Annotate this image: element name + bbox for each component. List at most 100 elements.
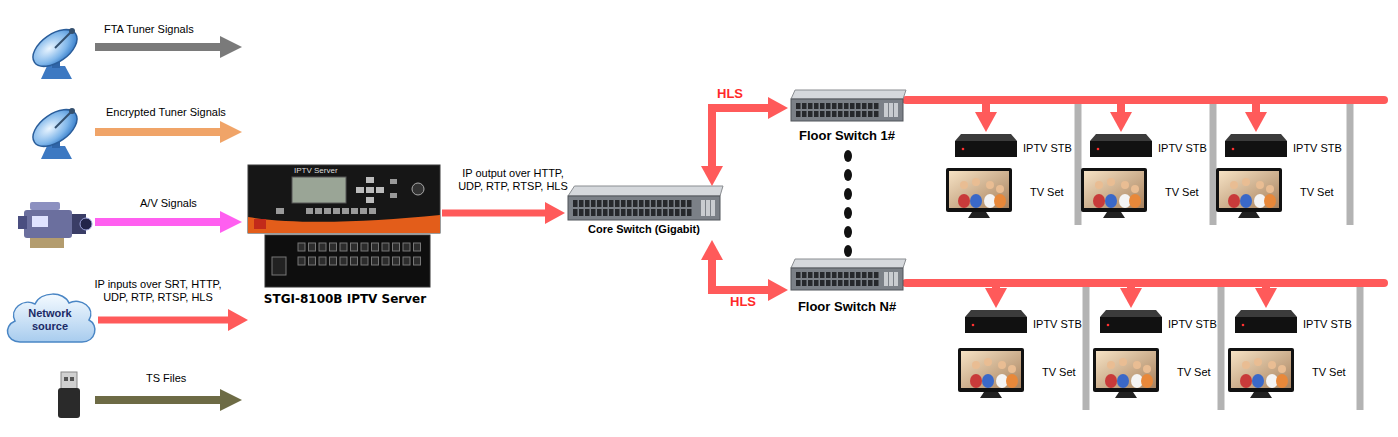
tv-person [1105,374,1117,388]
tv-screen [1096,351,1156,388]
server-connector [414,243,421,251]
tv-stand [1238,212,1260,218]
stb-front [1235,317,1297,333]
tv-person [1141,374,1153,388]
tv-screen [961,351,1021,388]
stb-top [1225,134,1287,141]
stb-led [962,148,965,151]
server-port [276,208,284,214]
switch-port [826,280,831,286]
hls-link [712,108,776,174]
signal-arrow [95,43,222,51]
edge-label: IP inputs over SRT, HTTP, UDP, RTP, RTSP… [86,278,230,304]
satellite-dish-icon [26,102,83,159]
tv-person-head [1230,181,1238,189]
switch-port [675,200,680,207]
switch-port [669,200,674,207]
signal-arrow [95,128,222,136]
switch-port [796,272,801,278]
stb-front [955,141,1017,157]
stb-led [1107,324,1110,327]
tv-screen [1219,171,1279,208]
switch-port [663,200,668,207]
tv-stand [980,392,1002,398]
switch-port [856,280,861,286]
device-label: IPTV STB [1293,142,1342,155]
tv-frame [1093,348,1159,392]
stb-front [1090,141,1152,157]
tv-person-head [1107,178,1115,186]
drop-cable [1083,287,1090,410]
server-port [333,208,340,214]
stb-feed [906,100,986,120]
switch-port [609,209,614,216]
switch-port [645,209,650,216]
dot [844,226,852,238]
camera-panel [32,216,48,227]
server-connector [309,257,316,265]
floor-switch: Floor Switch N# [788,259,906,317]
server-connector [298,257,305,265]
server-port [360,208,367,214]
device-label: IPTV STB [1303,318,1352,331]
tv-person-head [1121,181,1129,189]
switch-port [579,200,584,207]
server-knob [412,183,424,195]
switch-port [603,200,608,207]
switch-port [796,103,801,109]
switch-port [808,103,813,109]
dish-reflector [26,102,83,154]
switch-port [832,111,837,117]
satellite-dish-icon [26,22,83,79]
switch-port [826,111,831,117]
switch-port [814,272,819,278]
server-connector [351,257,358,265]
arrow-head [220,121,242,143]
tv-person [1129,194,1141,208]
switch-uplink [894,103,898,117]
server-connector [361,243,368,251]
switch-port [856,111,861,117]
server-connector [351,243,358,251]
signal-label: FTA Tuner Signals [104,23,194,36]
tv-set: TV Set [1081,168,1209,220]
server-connector [382,257,389,265]
server-label: STGI-8100B IPTV Server [238,292,452,307]
switch-port [868,280,873,286]
stb-top [1235,310,1297,317]
switch-port [621,200,626,207]
dish-feed-arm [55,31,72,48]
dot [844,188,852,200]
tv-person [1117,374,1129,388]
camera-handle [30,202,60,210]
tv-person-head [1119,358,1127,366]
stb-led [1232,148,1235,151]
switch-port [820,111,825,117]
switch-label: Floor Switch N# [782,299,912,314]
stb-top [955,134,1017,141]
server-connector [414,257,421,265]
switch-port [868,103,873,109]
switch-front [791,99,903,121]
switch-port [681,209,686,216]
camera-icon [18,202,92,248]
device-label: IPTV STB [1023,142,1072,155]
server-connector [340,243,347,251]
switch-port [820,280,825,286]
switch-label: Floor Switch 1# [782,128,912,143]
dish-feed [69,108,75,114]
switch-port [844,280,849,286]
edge-label: HLS [717,86,743,101]
edge-label: IP output over HTTP, UDP, RTP, RTSP, HLS [452,167,574,193]
server-lcd [292,177,346,203]
camera-body [24,210,72,238]
switch-port [838,272,843,278]
server-connector [319,243,326,251]
switch-port [862,280,867,286]
dish-feed [69,28,75,34]
camera-viewfinder [18,216,27,229]
server-accent-band [248,215,440,233]
switch-port [633,200,638,207]
switch-port [850,111,855,117]
switch-port [832,103,837,109]
